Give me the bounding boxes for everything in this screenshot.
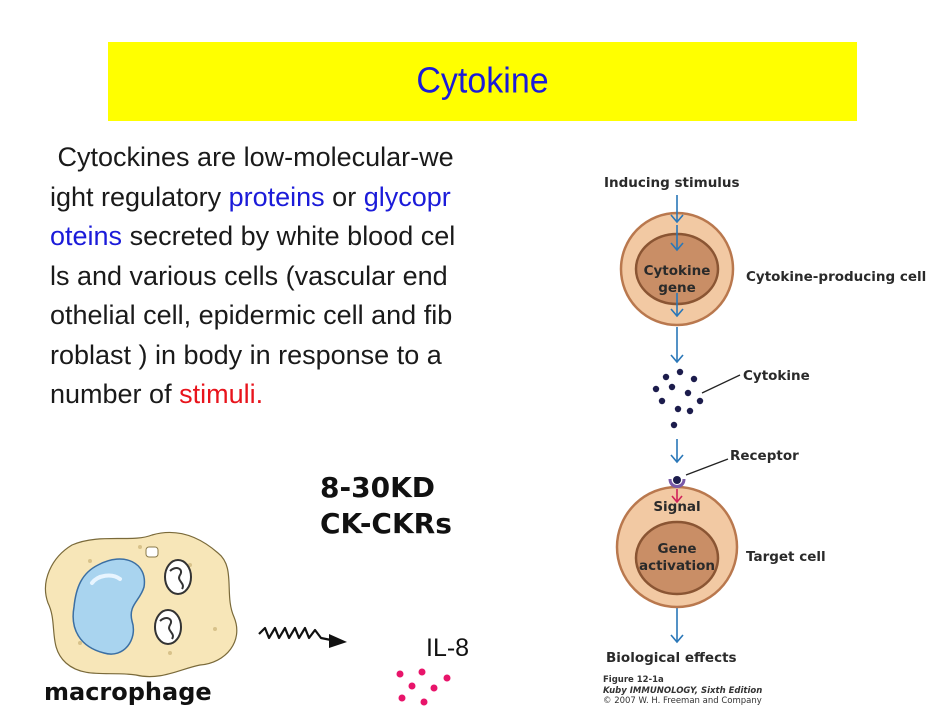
molecular-weight-text: 8-30KD xyxy=(320,471,436,504)
il8-label: IL-8 xyxy=(426,634,470,662)
figure-source: Kuby IMMUNOLOGY, Sixth Edition xyxy=(603,685,763,696)
paragraph-text: secreted by white blood cel xyxy=(122,221,456,251)
highlighted-term: proteins xyxy=(228,181,325,212)
paragraph-line: number of stimuli. xyxy=(50,375,540,415)
macrophage-label: macrophage xyxy=(44,678,212,706)
cytokine-molecules xyxy=(652,368,704,429)
signal-label: Signal xyxy=(653,499,700,515)
paragraph-text: ls and various cells (vascular end xyxy=(50,260,448,291)
cytokine-producing-cell-label: Cytokine-producing cell xyxy=(746,269,926,285)
paragraph-text: othelial cell, epidermic cell and fib xyxy=(50,300,453,330)
slide-title: Cytokine xyxy=(416,61,549,101)
secretion-arrow xyxy=(258,626,347,648)
cytokine-label: Cytokine xyxy=(743,368,810,384)
paragraph-line: ight regulatory proteins or glycopr xyxy=(50,178,540,218)
ck-ckr-text: CK-CKRs xyxy=(320,507,452,540)
title-banner: Cytokine xyxy=(108,42,857,121)
receptor-icon xyxy=(668,476,686,504)
highlighted-term: glycopr xyxy=(363,181,451,212)
macrophage-illustration xyxy=(44,531,238,678)
paragraph-text: or xyxy=(324,181,364,212)
paragraph-line: ls and various cells (vascular end xyxy=(50,257,540,297)
cytokine-gene-line1: Cytokine xyxy=(644,263,711,279)
gene-activation-line1: Gene xyxy=(657,541,696,557)
inducing-stimulus-label: Inducing stimulus xyxy=(604,175,740,191)
cytokine-action-diagram: Inducing stimulus Cytokine gene Cytokine… xyxy=(604,175,926,666)
figure-number: Figure 12-1a xyxy=(603,675,664,685)
paragraph-line: roblast ) in body in response to a xyxy=(50,336,540,376)
highlighted-term: stimuli. xyxy=(179,379,264,409)
paragraph-line: Cytockines are low-molecular-we xyxy=(50,138,540,178)
paragraph-text: number of xyxy=(50,379,180,409)
target-cell-label: Target cell xyxy=(746,549,826,565)
highlighted-term: oteins xyxy=(50,221,123,251)
figure-caption: Figure 12-1a Kuby IMMUNOLOGY, Sixth Edit… xyxy=(603,675,762,707)
figure-copyright: © 2007 W. H. Freeman and Company xyxy=(603,696,762,706)
receptor-label: Receptor xyxy=(730,448,799,464)
paragraph-line: oteins secreted by white blood cel xyxy=(50,217,540,257)
biological-effects-label: Biological effects xyxy=(606,650,737,666)
paragraph-text: Cytockines are low-molecular-we xyxy=(50,142,454,172)
cytokine-facts: 8-30KD CK-CKRs xyxy=(320,470,452,542)
paragraph-text: ight regulatory xyxy=(50,181,229,212)
il8-molecules xyxy=(396,668,451,706)
cytokine-gene-line2: gene xyxy=(658,280,696,296)
paragraph-line: othelial cell, epidermic cell and fib xyxy=(50,296,540,336)
target-nucleus xyxy=(634,520,720,596)
definition-paragraph: Cytockines are low-molecular-we ight regu… xyxy=(50,138,540,415)
gene-activation-line2: activation xyxy=(639,558,715,574)
paragraph-text: roblast ) in body in response to a xyxy=(50,339,442,370)
